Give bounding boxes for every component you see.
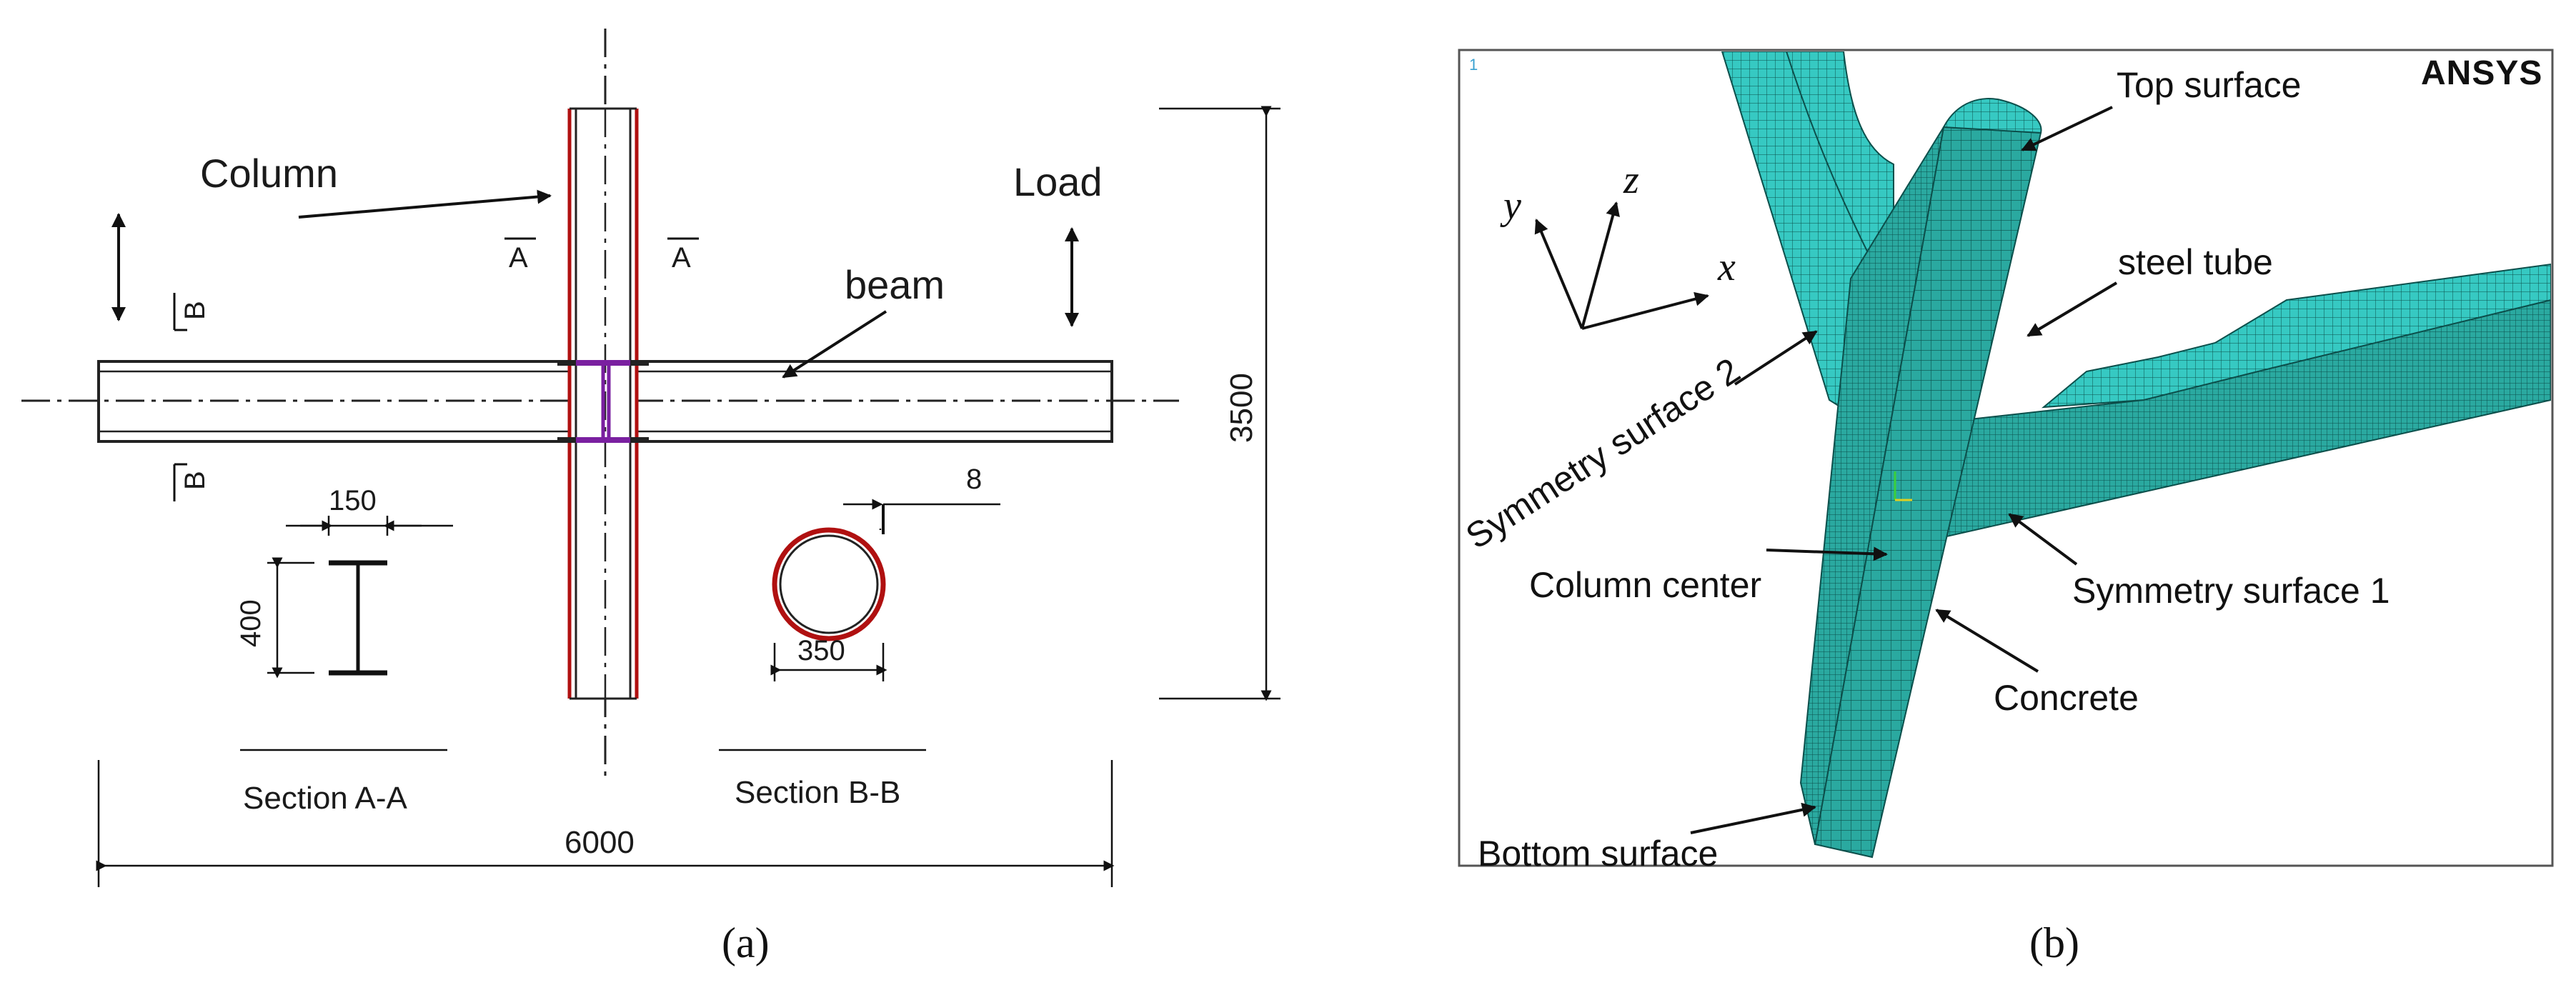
axis-z-label: z [1623,158,1639,202]
column-arrow [298,189,552,219]
label-symmetry-surface-1: Symmetry surface 1 [2072,571,2390,611]
arrow-top-surface [2021,106,2113,151]
coordinate-triad: y z x [1500,158,1736,330]
ansys-logo: ANSYS [2421,54,2542,92]
section-mark-a-right: A [667,237,699,274]
section-mark-b-bottom: B [173,463,211,501]
svg-text:A: A [672,242,691,274]
svg-text:400: 400 [235,599,267,647]
joint-stiffeners [557,360,649,443]
arrow-column-center [1766,546,1888,561]
caption-b: (b) [2029,919,2079,966]
dim-overall-height: 3500 [1159,106,1280,701]
section-b-tube [772,527,886,641]
label-bottom-surface: Bottom surface [1478,834,1718,874]
arrow-bottom-surface [1690,802,1816,834]
window-number: 1 [1469,56,1478,74]
arrow-symmetry-surface-2 [1734,330,1818,386]
svg-text:B: B [179,471,211,490]
section-mark-b-top: B [173,293,211,331]
label-concrete: Concrete [1994,678,2139,718]
svg-text:3500: 3500 [1224,373,1259,443]
label-column-center: Column center [1529,565,1761,605]
svg-text:A: A [509,242,528,274]
axis-x-label: x [1717,245,1736,289]
arrow-steel-tube [2027,281,2118,337]
svg-text:350: 350 [797,635,845,666]
beam-label: beam [845,262,945,307]
svg-text:B: B [179,301,211,320]
dim-overall-length: 6000 [96,760,1115,887]
section-b-label: Section B-B [735,775,900,810]
panel-a: Column A A B B Load beam [21,29,1280,966]
svg-text:8: 8 [966,464,982,495]
svg-text:150: 150 [329,485,377,516]
panel-b: 1 ANSYS [1458,49,2554,966]
mesh-column-side [1799,126,1944,845]
label-top-surface: Top surface [2117,65,2301,105]
column-label: Column [200,151,338,196]
dim-section-height: 400 [235,557,314,679]
mesh-top-surface [1942,98,2042,134]
dim-tube-diameter: 350 [770,635,887,681]
axis-y-label: y [1500,184,1521,228]
beam-arrow [782,310,887,379]
arrow-concrete [1935,609,2039,673]
joint-axis-marker [1894,471,1912,501]
caption-a: (a) [722,919,770,966]
dim-flange-width: 150 [286,485,453,536]
label-steel-tube: steel tube [2118,242,2273,282]
load-label: Load [1013,159,1103,204]
arrow-symmetry-surface-1 [2008,513,2078,566]
mesh-beam-top [2041,263,2551,409]
section-a-label: Section A-A [243,781,408,816]
section-mark-a-left: A [504,237,536,274]
section-a-i-beam [329,560,387,676]
svg-text:6000: 6000 [565,825,635,860]
dim-tube-thickness: 8 [843,464,1000,534]
